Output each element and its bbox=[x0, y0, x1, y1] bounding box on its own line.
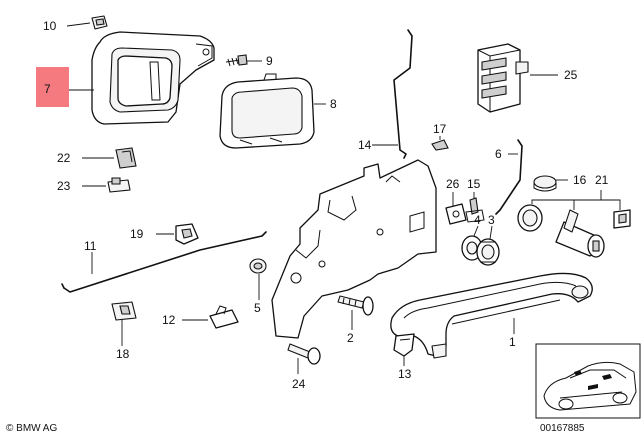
highlight-box-7 bbox=[36, 67, 69, 107]
lock-carrier-plate bbox=[271, 159, 437, 339]
callout-23: 23 bbox=[57, 179, 71, 193]
callout-3: 3 bbox=[488, 213, 495, 227]
part-3-bushing bbox=[476, 238, 500, 266]
part-1-outer-handle bbox=[390, 272, 593, 359]
callout-13: 13 bbox=[398, 367, 412, 381]
part-21-lock-set bbox=[517, 204, 631, 258]
callout-15: 15 bbox=[467, 177, 481, 191]
part-16-cap bbox=[533, 175, 557, 192]
part-25-connector-block bbox=[477, 43, 529, 113]
callout-7: 7 bbox=[44, 82, 51, 96]
callout-18: 18 bbox=[116, 347, 130, 361]
callout-2: 2 bbox=[347, 331, 354, 345]
part-6-rod bbox=[495, 139, 523, 215]
part-18-clip bbox=[111, 301, 137, 321]
part-14-rod bbox=[393, 29, 413, 159]
part-13-lever bbox=[393, 333, 415, 357]
part-10-clip bbox=[91, 15, 108, 30]
callout-11: 11 bbox=[84, 239, 97, 253]
part-11-rod bbox=[61, 231, 267, 293]
part-17-clip bbox=[431, 139, 449, 151]
callout-22: 22 bbox=[57, 151, 71, 165]
callout-8: 8 bbox=[330, 97, 337, 111]
callout-4: 4 bbox=[474, 213, 481, 227]
part-26-lever bbox=[445, 203, 467, 225]
part-12-clamp bbox=[209, 305, 239, 329]
part-5-grommet bbox=[249, 258, 267, 274]
callout-16: 16 bbox=[573, 173, 587, 187]
callout-14: 14 bbox=[358, 138, 372, 152]
part-8-trim-frame bbox=[219, 73, 315, 149]
copyright-text: © BMW AG bbox=[6, 423, 57, 434]
callout-6: 6 bbox=[495, 147, 502, 161]
callout-9: 9 bbox=[266, 54, 273, 68]
part-22-clip bbox=[115, 147, 137, 169]
part-24-pin bbox=[287, 343, 321, 365]
callout-1: 1 bbox=[509, 335, 516, 349]
callout-25: 25 bbox=[564, 68, 578, 82]
vehicle-reference-thumbnail bbox=[535, 343, 641, 419]
part-9-screw bbox=[225, 54, 248, 67]
callout-24: 24 bbox=[292, 377, 306, 391]
callout-26: 26 bbox=[446, 177, 460, 191]
callout-19: 19 bbox=[130, 227, 144, 241]
callout-21: 21 bbox=[595, 173, 609, 187]
callout-12: 12 bbox=[162, 313, 176, 327]
part-7-handle-housing bbox=[91, 31, 215, 125]
callout-17: 17 bbox=[433, 122, 447, 136]
diagram-number: 00167885 bbox=[540, 423, 585, 434]
part-19-retainer bbox=[175, 223, 199, 245]
callout-5: 5 bbox=[254, 301, 261, 315]
part-2-bolt bbox=[337, 295, 374, 316]
callout-10: 10 bbox=[43, 19, 57, 33]
part-23-clip bbox=[107, 177, 131, 193]
